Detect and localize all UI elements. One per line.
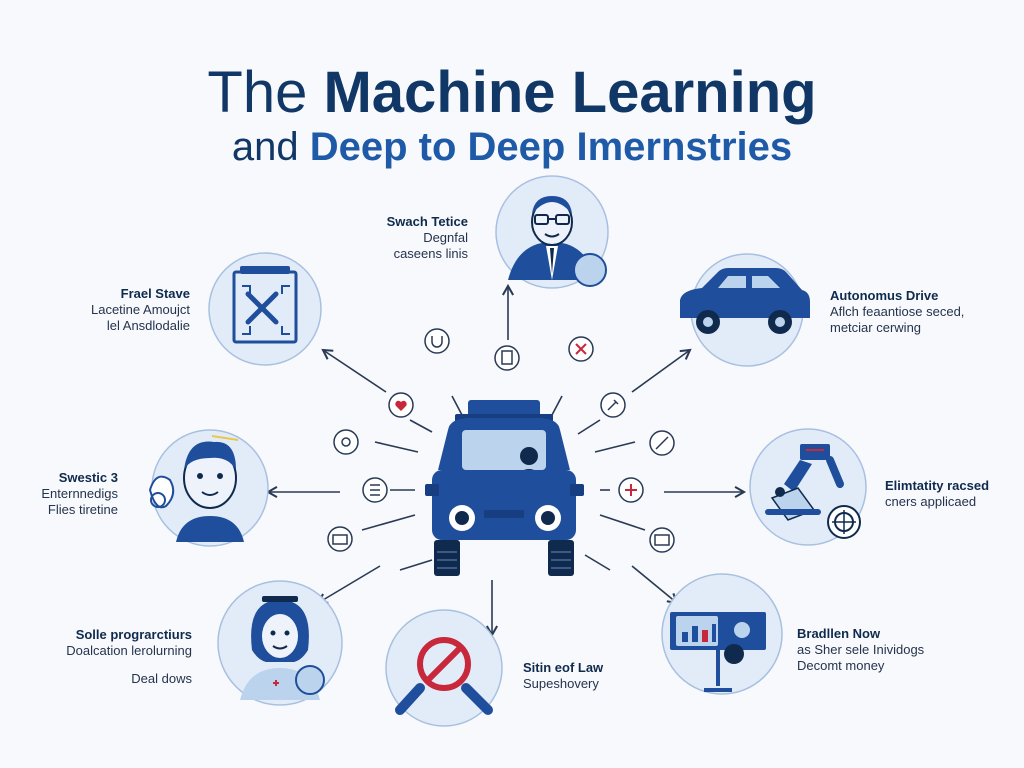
central-car-icon <box>425 400 584 576</box>
page-title: The Machine Learning <box>0 62 1024 124</box>
node-top-circle <box>495 175 609 289</box>
businessman-icon <box>508 196 596 280</box>
title-main: Machine Learning <box>323 60 817 125</box>
node-bottom-left-label: Solle prograrctiurs Doalcation lerolurni… <box>2 627 192 687</box>
node-bottom-left-line2: Deal dows <box>131 671 192 686</box>
node-bottom-mid-title: Sitin eof Law <box>523 660 604 675</box>
target-icon <box>827 505 861 539</box>
page-subtitle: and Deep to Deep Imernstries <box>0 124 1024 170</box>
car-icon <box>680 268 810 334</box>
node-mid-left-label: Swestic 3 Enternnedigs Flies tiretine <box>0 470 118 518</box>
node-top-left-line1: Lacetine Amoujct <box>90 302 190 317</box>
node-bottom-right-line2: Decomt money <box>797 658 885 673</box>
student-icon <box>176 441 244 542</box>
heart-icon <box>388 392 414 418</box>
node-top-line2: caseens linis <box>393 246 468 261</box>
folder-icon <box>327 526 353 552</box>
node-top-label: Swach Tetice Degnfal caseens linis <box>278 214 468 262</box>
bandage-icon <box>649 430 675 456</box>
small-icons <box>327 328 675 553</box>
document-icon <box>494 345 520 371</box>
node-top-title: Swach Tetice <box>386 214 468 229</box>
package-icon <box>649 527 675 553</box>
node-bottom-right-circle <box>661 573 783 695</box>
dashboard-monitor-icon <box>670 612 766 692</box>
arrow-bottom-left <box>316 565 381 605</box>
node-bottom-mid-label: Sitin eof Law Supeshovery <box>523 660 713 692</box>
arrow-bottom-right <box>631 565 679 605</box>
badge-icon <box>295 665 325 695</box>
node-bottom-left-line1: Doalcation lerolurning <box>66 643 192 658</box>
node-bottom-left-circle <box>217 580 343 706</box>
gear-icon <box>333 429 359 455</box>
search-icon <box>573 253 607 287</box>
prohibited-search-icon <box>395 637 493 715</box>
tools-icon <box>232 266 298 344</box>
node-mid-left-title: Swestic 3 <box>58 470 118 485</box>
subtitle-main: Deep to Deep Imernstries <box>309 125 793 169</box>
subtitle-prefix: and <box>231 125 299 169</box>
close-icon <box>568 336 594 362</box>
arrow-top-left <box>321 348 387 393</box>
node-bottom-right-label: Bradllen Now as Sher sele Inividogs Deco… <box>797 626 987 674</box>
node-top-right-circle <box>680 253 810 367</box>
node-bottom-right-title: Bradllen Now <box>797 626 881 641</box>
node-bottom-right-line1: as Sher sele Inividogs <box>797 642 925 657</box>
node-top-right-line1: Aflch feaantiose seced, <box>830 304 965 319</box>
node-mid-left-circle <box>148 429 269 547</box>
wrench-icon <box>600 392 626 418</box>
node-top-left-circle <box>208 252 322 366</box>
node-top-right-label: Autonomus Drive Aflch feaantiose seced, … <box>830 288 1020 336</box>
arrow-top-right <box>631 348 692 393</box>
node-mid-right-line1: cners applicaed <box>885 494 977 509</box>
node-top-right-title: Autonomus Drive <box>830 288 939 303</box>
node-top-line1: Degnfal <box>423 230 468 245</box>
list-icon <box>362 477 388 503</box>
headset-icon <box>148 475 175 509</box>
node-mid-right-label: Elimtatity racsed cners applicaed <box>885 478 1024 510</box>
node-top-left-line2: lel Ansdlodalie <box>106 318 190 333</box>
node-mid-right-circle <box>749 428 867 546</box>
node-bottom-mid-line1: Supeshovery <box>523 676 599 691</box>
magnet-icon <box>424 328 450 354</box>
robot-arm-icon <box>765 444 844 521</box>
node-mid-left-line2: Flies tiretine <box>47 502 118 517</box>
node-top-left-label: Frael Stave Lacetine Amoujct lel Ansdlod… <box>0 286 190 334</box>
node-mid-right-title: Elimtatity racsed <box>885 478 990 493</box>
connector-arrows <box>265 283 747 638</box>
node-mid-left-line1: Enternnedigs <box>41 486 118 501</box>
plus-icon <box>618 477 644 503</box>
node-bottom-left-title: Solle prograrctiurs <box>75 627 192 642</box>
node-top-left-title: Frael Stave <box>120 286 190 301</box>
node-bottom-mid-circle <box>385 609 503 727</box>
node-top-right-line2: metciar cerwing <box>830 320 922 335</box>
title-prefix: The <box>207 60 308 125</box>
